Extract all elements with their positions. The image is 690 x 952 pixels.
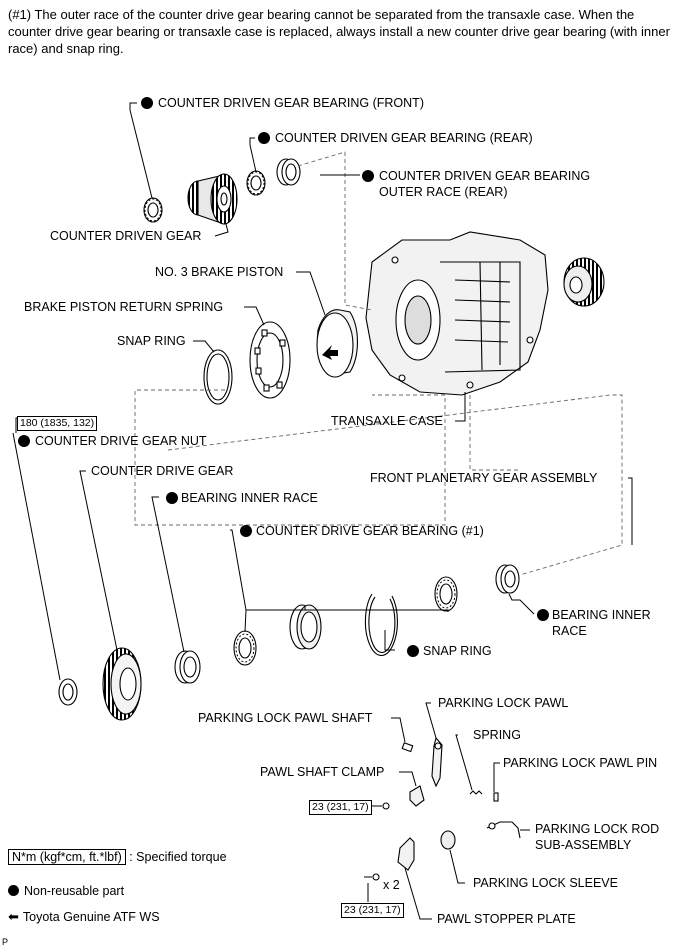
non-reusable-dot-icon xyxy=(8,885,19,896)
label-transaxle-case: TRANSAXLE CASE xyxy=(331,414,443,428)
snap-ring-lower-part xyxy=(364,593,398,657)
label-counter-driven-gear-bearing-rear: COUNTER DRIVEN GEAR BEARING (REAR) xyxy=(275,131,533,145)
non-reusable-markers xyxy=(18,97,549,657)
label-parking-lock-rod-line1: PARKING LOCK ROD xyxy=(535,822,659,836)
counter-drive-gear-part xyxy=(102,647,142,721)
label-front-planetary-gear-assembly: FRONT PLANETARY GEAR ASSEMBLY xyxy=(370,471,598,485)
legend-atf: ⬅Toyota Genuine ATF WS xyxy=(8,909,160,925)
label-bearing-inner-race-left: BEARING INNER RACE xyxy=(181,491,318,505)
label-parking-lock-pawl-pin: PARKING LOCK PAWL PIN xyxy=(503,756,657,770)
label-counter-drive-gear-nut: COUNTER DRIVE GEAR NUT xyxy=(35,434,207,448)
torque-value-nut: 180 (1835, 132) xyxy=(17,416,98,431)
label-brake-piston-return-spring: BRAKE PISTON RETURN SPRING xyxy=(24,300,223,314)
alignment-line xyxy=(134,389,446,526)
parking-lock-pawl-pin-part xyxy=(493,792,499,802)
label-snap-ring-upper: SNAP RING xyxy=(117,334,186,348)
label-parking-lock-rod-line2: SUB-ASSEMBLY xyxy=(535,838,632,852)
bearing-inner-race-right-part xyxy=(495,564,520,594)
brake-piston-return-spring-part xyxy=(249,321,291,399)
transaxle-case-part xyxy=(365,231,549,396)
label-pawl-shaft-clamp: PAWL SHAFT CLAMP xyxy=(260,765,384,779)
non-reusable-dot xyxy=(141,97,153,109)
legend-torque: N*m (kgf*cm, ft.*lbf) : Specified torque xyxy=(8,849,227,865)
non-reusable-dot xyxy=(407,645,419,657)
non-reusable-dot xyxy=(18,435,30,447)
label-outer-race-rear-line2: OUTER RACE (REAR) xyxy=(379,185,507,199)
alignment-line xyxy=(167,394,623,576)
parking-lock-rod-part xyxy=(486,821,521,839)
legend-non-reusable-text: Non-reusable part xyxy=(24,884,125,898)
counter-drive-gear-nut-part xyxy=(58,678,78,706)
bearing-inner-race-left-part xyxy=(174,650,201,684)
counter-driven-gear-bearing-front-part xyxy=(143,197,163,223)
torque-value-clamp: 23 (231, 17) xyxy=(309,800,372,815)
pawl-stopper-plate-part xyxy=(372,837,415,881)
label-pawl-stopper-plate: PAWL STOPPER PLATE xyxy=(437,912,576,926)
label-parking-lock-sleeve: PARKING LOCK SLEEVE xyxy=(473,876,618,890)
label-counter-driven-gear: COUNTER DRIVEN GEAR xyxy=(50,229,201,243)
left-arrow-icon: ⬅ xyxy=(8,909,19,924)
counter-driven-gear-bearing-rear-part xyxy=(246,170,266,196)
legend-torque-unit: N*m (kgf*cm, ft.*lbf) xyxy=(8,849,126,865)
non-reusable-dot xyxy=(362,170,374,182)
label-counter-driven-gear-bearing-front: COUNTER DRIVEN GEAR BEARING (FRONT) xyxy=(158,96,424,110)
alignment-line xyxy=(469,395,520,471)
alignment-line xyxy=(297,151,373,311)
label-bearing-inner-race-right-line2: RACE xyxy=(552,624,587,638)
page-code: P xyxy=(2,937,9,947)
label-spring: SPRING xyxy=(473,728,521,742)
footnote-text: (#1) The outer race of the counter drive… xyxy=(8,7,670,56)
label-counter-drive-gear: COUNTER DRIVE GEAR xyxy=(91,464,233,478)
legend-torque-desc: : Specified torque xyxy=(129,850,227,864)
label-bearing-inner-race-right-line1: BEARING INNER xyxy=(552,608,651,622)
label-no3-brake-piston: NO. 3 BRAKE PISTON xyxy=(155,265,283,279)
parking-lock-pawl-part xyxy=(431,736,443,788)
parking-lock-pawl-shaft-part xyxy=(401,742,414,753)
legend-atf-text: Toyota Genuine ATF WS xyxy=(22,910,160,924)
label-counter-drive-gear-bearing: COUNTER DRIVE GEAR BEARING (#1) xyxy=(256,524,484,538)
label-x2: x 2 xyxy=(383,878,400,892)
legend-non-reusable: Non-reusable part xyxy=(8,884,124,898)
non-reusable-dot xyxy=(240,525,252,537)
outer-race-rear-part xyxy=(276,158,301,186)
front-planetary-gear-assembly-part xyxy=(563,257,605,307)
label-outer-race-rear-line1: COUNTER DRIVEN GEAR BEARING xyxy=(379,169,590,183)
counter-driven-gear-part xyxy=(187,173,238,225)
leader-lines xyxy=(12,102,633,920)
no3-brake-piston-part xyxy=(316,309,358,378)
non-reusable-dot xyxy=(537,609,549,621)
torque-value-stopper: 23 (231, 17) xyxy=(341,903,404,918)
label-snap-ring-lower: SNAP RING xyxy=(423,644,492,658)
parking-lock-sleeve-part xyxy=(440,830,456,850)
non-reusable-dot xyxy=(258,132,270,144)
label-parking-lock-pawl: PARKING LOCK PAWL xyxy=(438,696,568,710)
pawl-shaft-clamp-part xyxy=(382,785,425,810)
non-reusable-dot xyxy=(166,492,178,504)
label-parking-lock-pawl-shaft: PARKING LOCK PAWL SHAFT xyxy=(198,711,373,725)
counter-drive-gear-bearing-part xyxy=(233,576,458,666)
snap-ring-upper-part xyxy=(203,349,233,405)
spring-part xyxy=(469,790,483,795)
